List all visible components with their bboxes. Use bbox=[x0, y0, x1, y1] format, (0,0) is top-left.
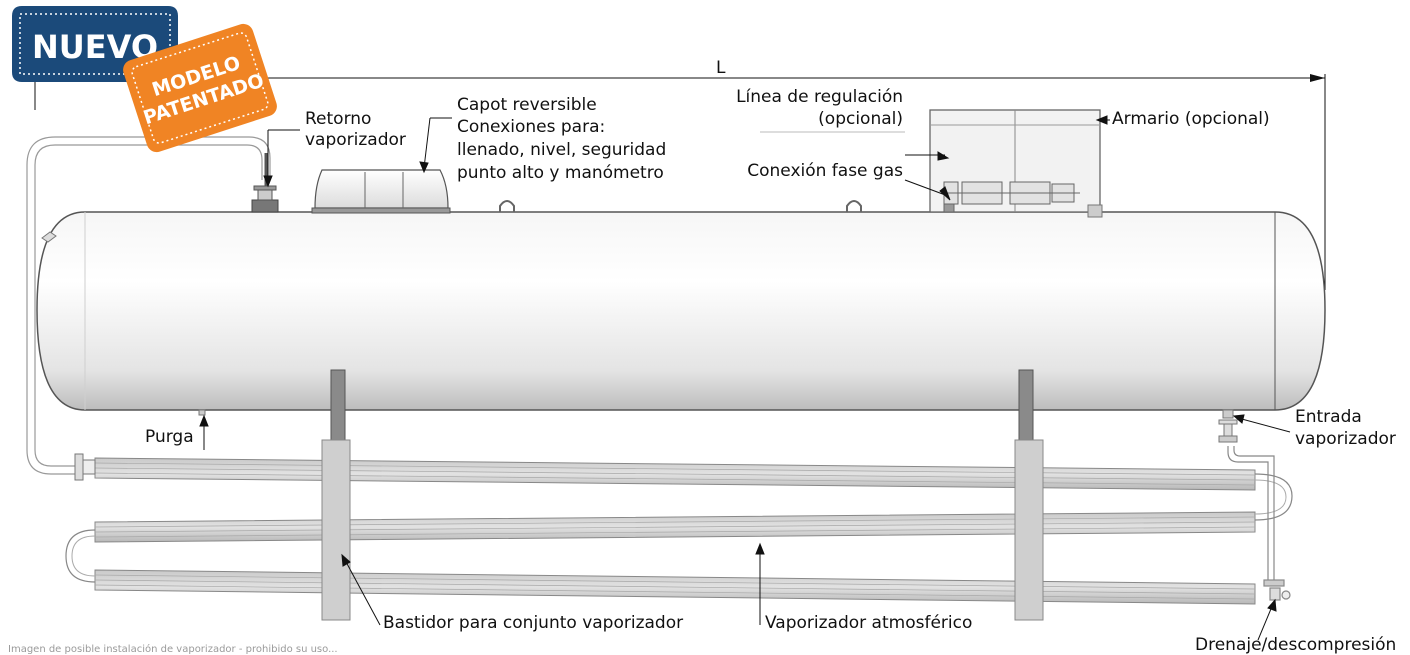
label-capot-3: llenado, nivel, seguridad bbox=[457, 140, 666, 160]
label-retorno-1: Retorno bbox=[305, 109, 371, 129]
label-vaporizador-atmosferico: Vaporizador atmosférico bbox=[765, 613, 972, 633]
capot-cover bbox=[311, 169, 451, 214]
label-capot-2: Conexiones para: bbox=[457, 117, 605, 137]
label-entrada-2: vaporizador bbox=[1295, 429, 1396, 449]
cabinet bbox=[929, 109, 1103, 218]
label-capot-1: Capot reversible bbox=[457, 95, 597, 115]
label-drenaje: Drenaje/descompresión bbox=[1195, 635, 1396, 655]
vaporizer-assembly bbox=[65, 453, 1293, 605]
lifting-lugs bbox=[499, 200, 862, 212]
label-capot-4: punto alto y manómetro bbox=[457, 163, 664, 183]
label-linea-2: (opcional) bbox=[818, 109, 903, 129]
label-bastidor: Bastidor para conjunto vaporizador bbox=[383, 613, 683, 633]
label-conexion-fase-gas: Conexión fase gas bbox=[747, 161, 903, 181]
return-valve bbox=[251, 153, 279, 213]
inlet-pipe bbox=[1227, 446, 1291, 601]
return-pipe bbox=[26, 136, 271, 475]
label-linea-1: Línea de regulación bbox=[736, 87, 903, 107]
badge-modelo-patentado: MODELO PATENTADO bbox=[123, 23, 277, 153]
support-frames bbox=[321, 369, 1044, 621]
dimension-label: L bbox=[716, 58, 726, 78]
label-armario: Armario (opcional) bbox=[1112, 109, 1270, 129]
tank-body bbox=[36, 211, 1326, 443]
label-purga: Purga bbox=[145, 427, 194, 447]
label-retorno-2: vaporizador bbox=[305, 130, 406, 150]
leader-lines bbox=[199, 115, 1291, 641]
label-entrada-1: Entrada bbox=[1295, 407, 1362, 427]
footnote: Imagen de posible instalación de vaporiz… bbox=[8, 643, 338, 655]
